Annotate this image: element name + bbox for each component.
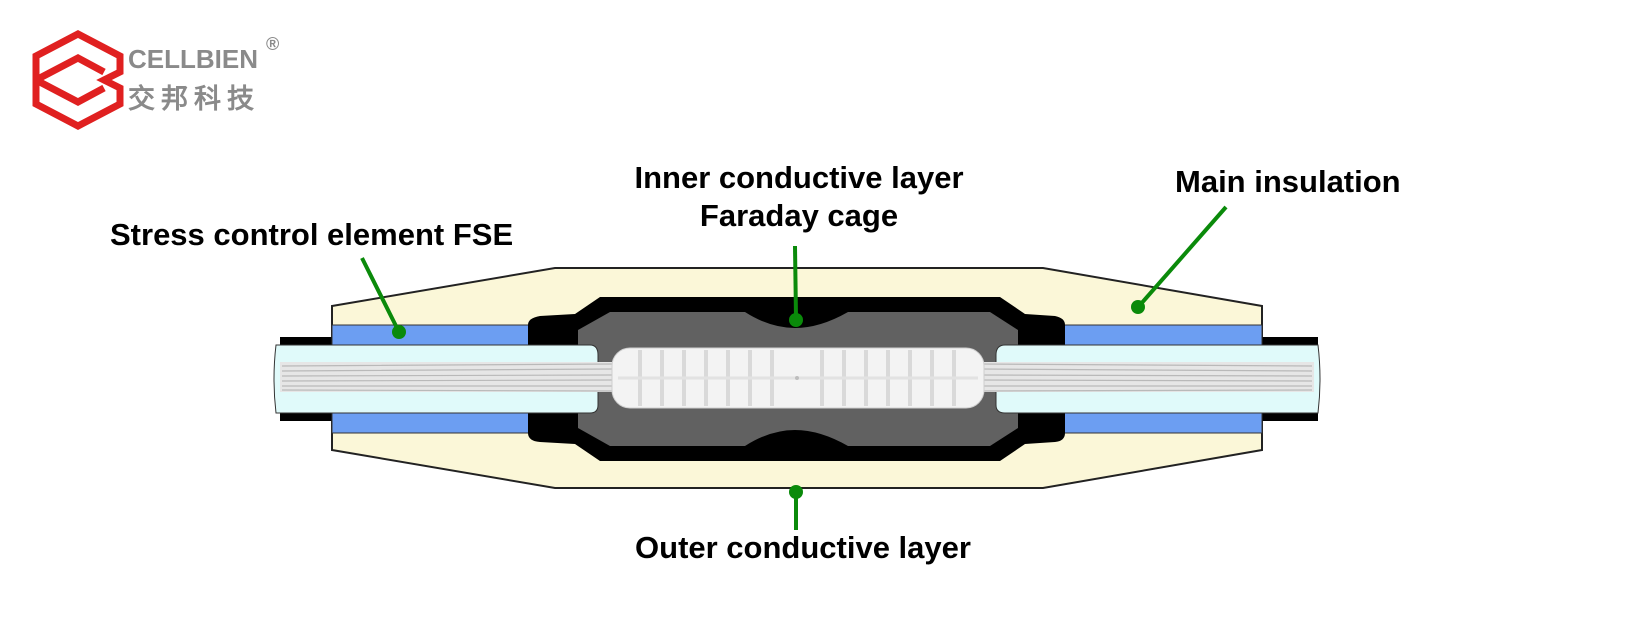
left-conductor xyxy=(280,362,615,392)
leader-outer-conductive xyxy=(789,485,803,530)
connector-ferrule xyxy=(611,347,985,409)
label-outer-conductive: Outer conductive layer xyxy=(635,530,971,565)
callouts: Stress control element FSE Inner conduct… xyxy=(110,160,1401,565)
logo-mark-icon xyxy=(32,30,124,130)
leader-inner-conductive xyxy=(789,245,803,327)
label-inner-conductive: Inner conductive layer xyxy=(634,160,963,195)
logo-brand: CELLBIEN xyxy=(128,44,258,74)
label-stress-control: Stress control element FSE xyxy=(110,217,513,252)
logo-registered: ® xyxy=(266,34,279,54)
company-logo: CELLBIEN ® 交邦科技 xyxy=(32,30,279,130)
cable-joint xyxy=(273,267,1321,489)
label-main-insulation: Main insulation xyxy=(1175,164,1401,199)
logo-subtitle: 交邦科技 xyxy=(128,83,260,115)
leader-main-insulation xyxy=(1131,205,1228,314)
right-conductor xyxy=(978,362,1314,392)
label-faraday-cage: Faraday cage xyxy=(700,198,898,233)
leader-stress-control xyxy=(360,257,406,339)
